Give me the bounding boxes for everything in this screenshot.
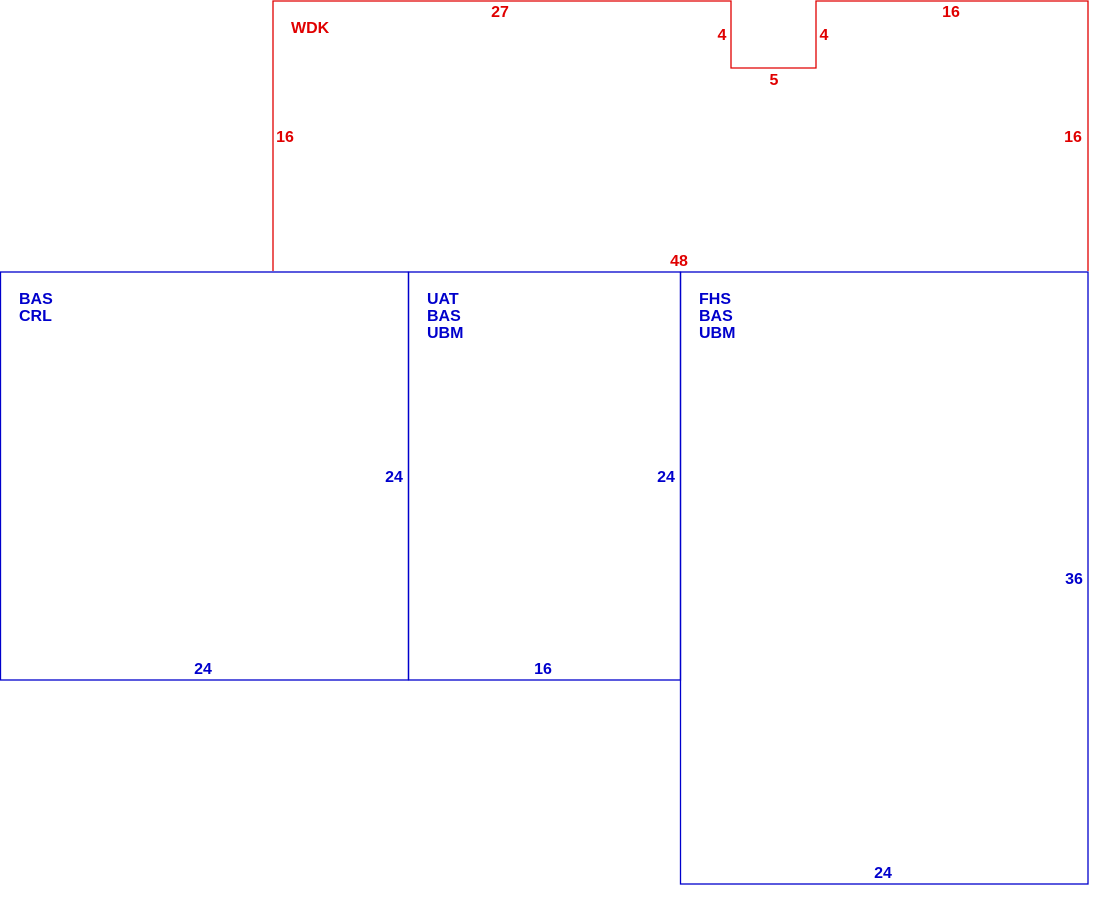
room-middle-dim-right: 24 — [657, 469, 675, 486]
room-left-dim-bottom: 24 — [194, 661, 212, 678]
room-left-outline — [0, 271, 410, 681]
room-left-code: CRL — [19, 308, 52, 325]
room-right-dim-bottom: 24 — [874, 865, 892, 882]
room-middle-code: UAT — [427, 291, 459, 308]
room-left-code: BAS — [19, 291, 53, 308]
deck-code: WDK — [291, 20, 330, 37]
room-right-dim-right: 36 — [1065, 571, 1083, 588]
room-middle-code: UBM — [427, 325, 463, 342]
deck-outline — [272, 0, 1089, 271]
room-right-code: FHS — [699, 291, 731, 308]
room-right-code: UBM — [699, 325, 735, 342]
deck-dim-right: 16 — [1064, 129, 1082, 146]
room-middle-dim-bottom: 16 — [534, 661, 552, 678]
deck-dim-top-left: 27 — [491, 4, 509, 21]
room-left-dim-right: 24 — [385, 469, 403, 486]
room-right-code: BAS — [699, 308, 733, 325]
deck-dim-notch-left: 4 — [718, 27, 727, 44]
deck-dim-left: 16 — [276, 129, 294, 146]
deck-dim-notch-right: 4 — [820, 27, 829, 44]
deck-dim-notch-bottom: 5 — [770, 72, 779, 89]
deck-dim-bottom: 48 — [670, 253, 688, 270]
room-middle-code: BAS — [427, 308, 461, 325]
room-right-outline — [679, 271, 1089, 885]
deck-dim-top-right: 16 — [942, 4, 960, 21]
